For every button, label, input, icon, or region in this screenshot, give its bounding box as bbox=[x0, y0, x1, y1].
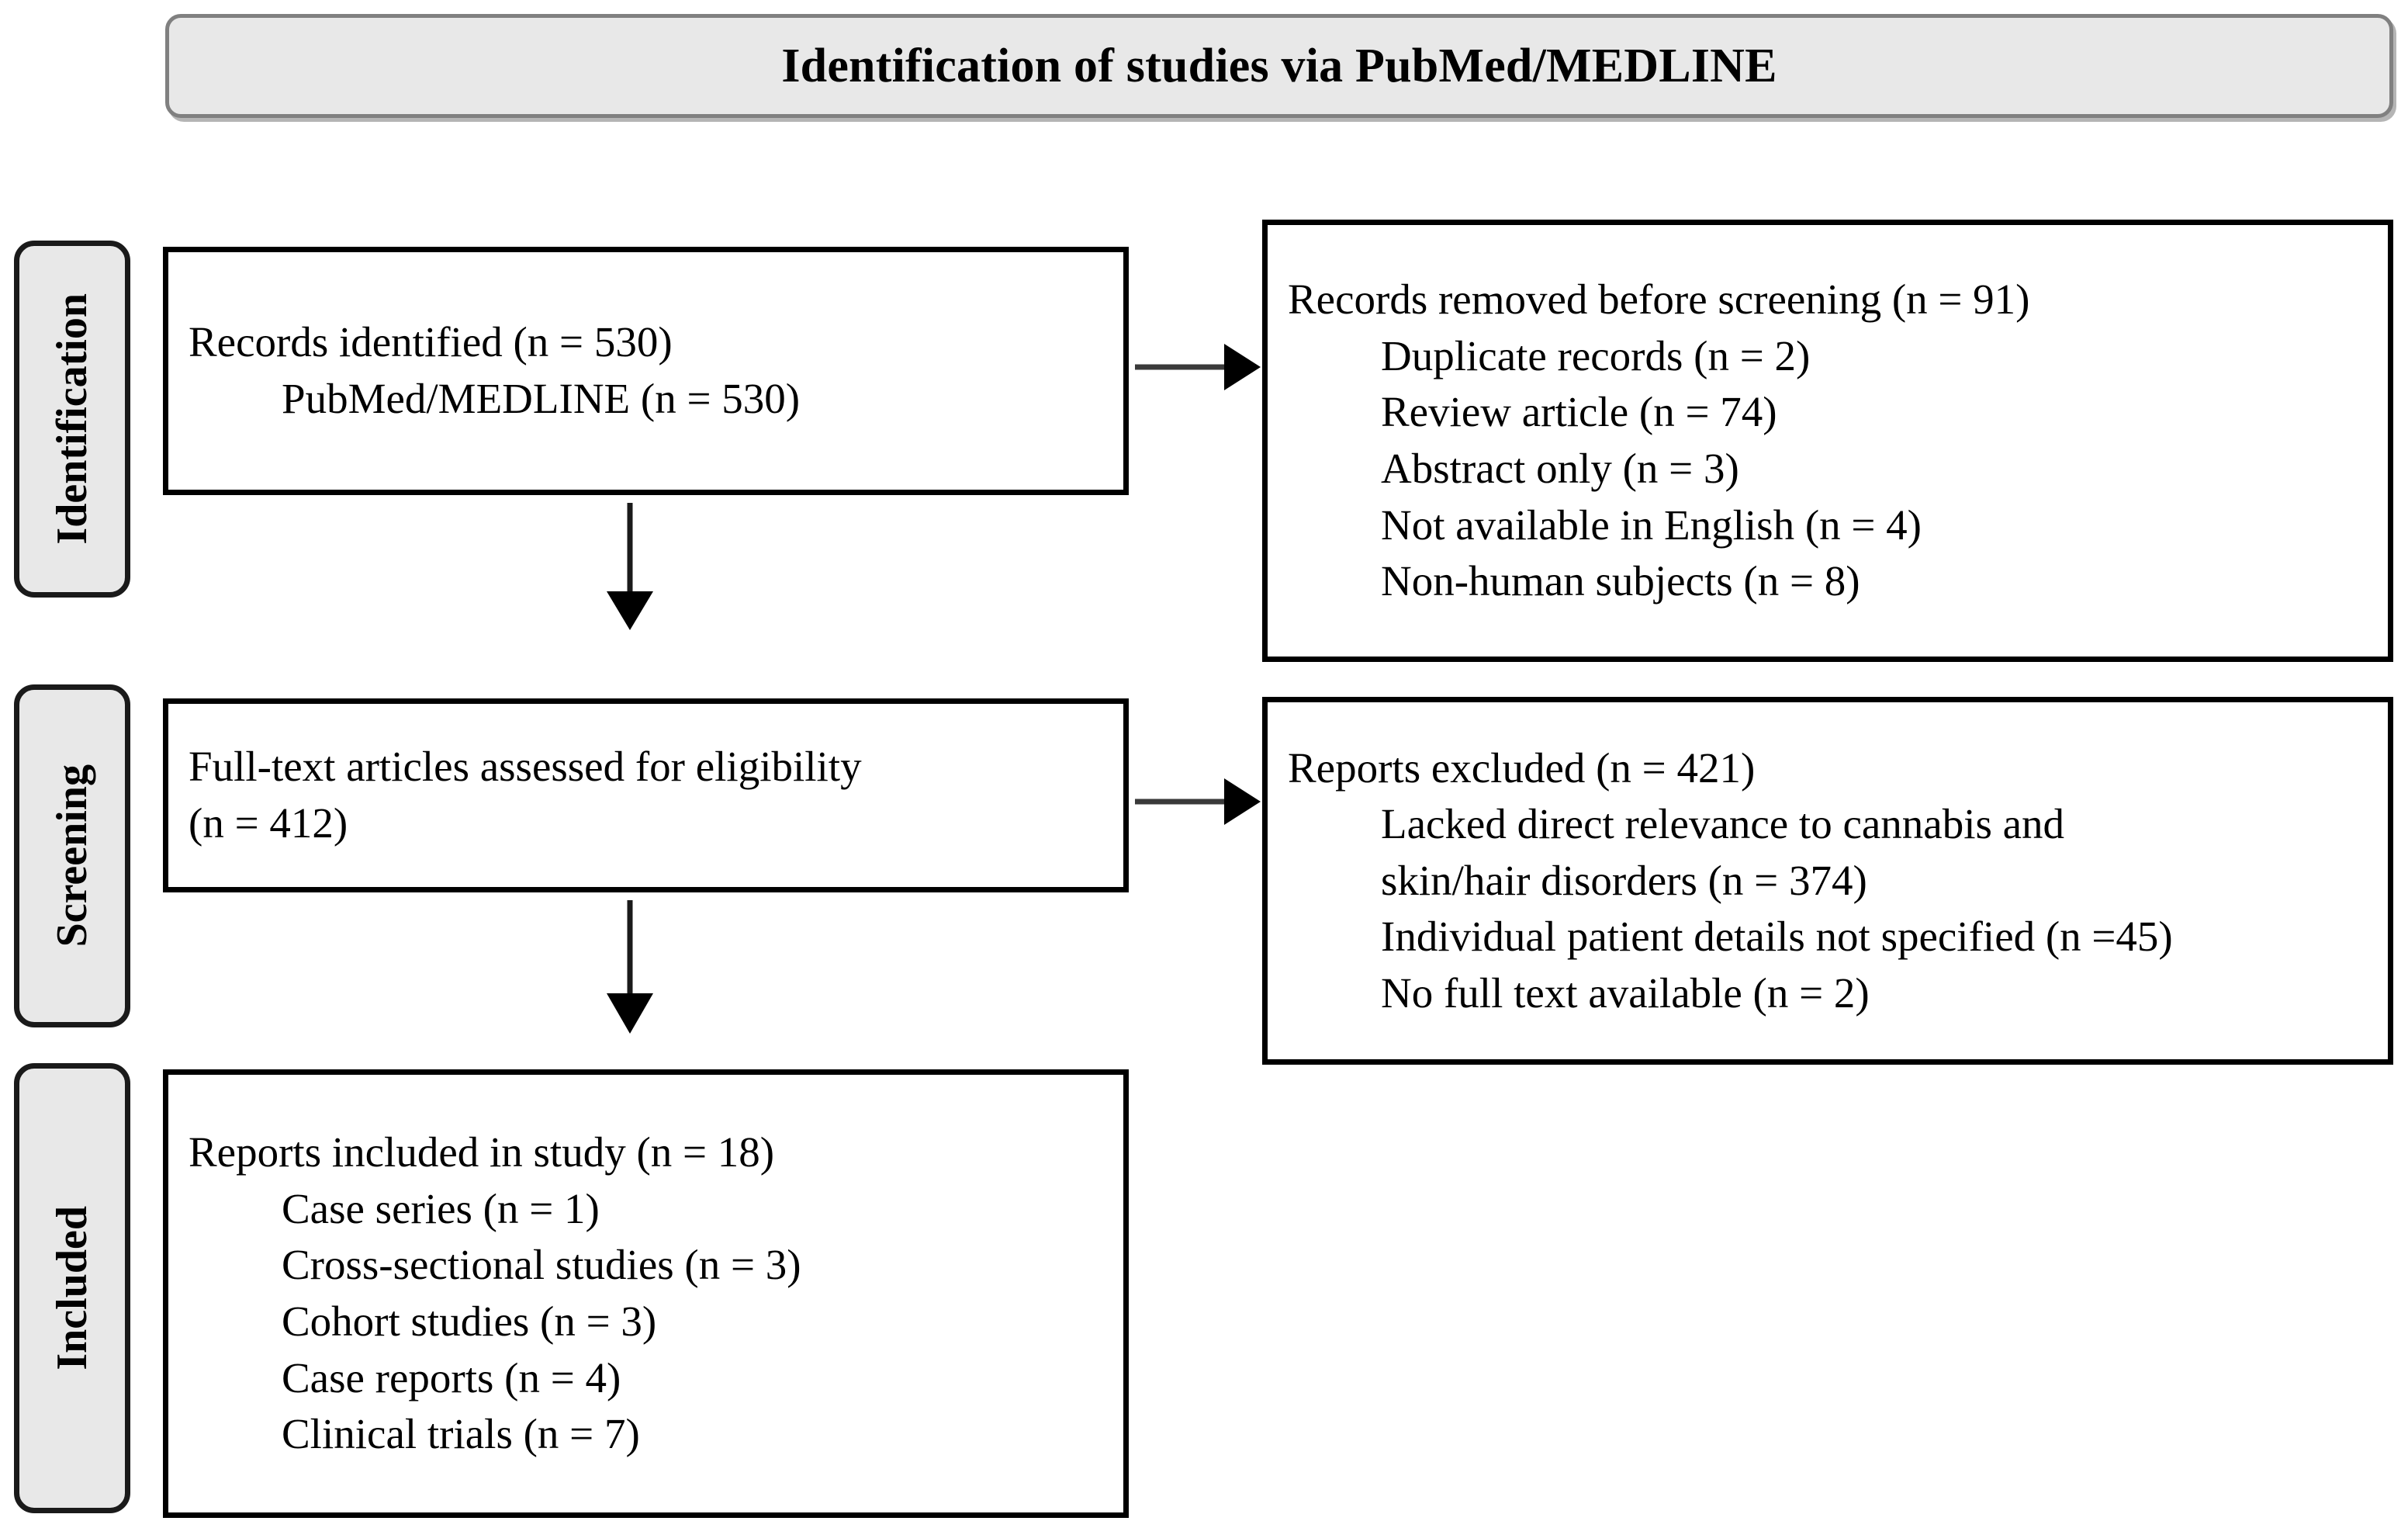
box-records-identified: Records identified (n = 530) PubMed/MEDL… bbox=[163, 247, 1129, 495]
phase-label-text: Screening bbox=[48, 764, 96, 948]
phase-label-included: Included bbox=[14, 1063, 130, 1513]
box-line: Non-human subjects (n = 8) bbox=[1381, 557, 1860, 605]
arrow-fulltext-to-included bbox=[607, 900, 653, 1034]
box-line: Review article (n = 74) bbox=[1381, 388, 1777, 436]
phase-label-text: Identification bbox=[48, 293, 96, 545]
box-fulltext-assessed: Full-text articles assessed for eligibil… bbox=[163, 698, 1129, 892]
box-line: Individual patient details not specified… bbox=[1381, 913, 2173, 961]
arrow-identified-to-fulltext bbox=[607, 503, 653, 630]
box-line: Reports excluded (n = 421) bbox=[1288, 743, 1756, 792]
phase-label-screening: Screening bbox=[14, 684, 130, 1027]
box-line: Abstract only (n = 3) bbox=[1381, 445, 1739, 492]
header-banner: Identification of studies via PubMed/MED… bbox=[165, 14, 2393, 118]
box-reports-included: Reports included in study (n = 18) Case … bbox=[163, 1069, 1129, 1518]
box-line: PubMed/MEDLINE (n = 530) bbox=[282, 375, 801, 422]
box-line: Cohort studies (n = 3) bbox=[282, 1298, 657, 1345]
arrow-identified-to-removed bbox=[1135, 344, 1261, 390]
box-line: Full-text articles assessed for eligibil… bbox=[189, 743, 862, 791]
box-line: skin/hair disorders (n = 374) bbox=[1381, 856, 1867, 904]
page-title: Identification of studies via PubMed/MED… bbox=[781, 40, 1777, 92]
box-line: Lacked direct relevance to cannabis and bbox=[1381, 800, 2065, 848]
box-line: No full text available (n = 2) bbox=[1381, 968, 1870, 1017]
box-line: Clinical trials (n = 7) bbox=[282, 1410, 640, 1458]
box-line: Records removed before screening (n = 91… bbox=[1288, 275, 2030, 324]
arrow-fulltext-to-excluded bbox=[1135, 778, 1261, 825]
box-line: Not available in English (n = 4) bbox=[1381, 501, 1922, 549]
box-line: Case series (n = 1) bbox=[282, 1184, 600, 1232]
phase-label-text: Included bbox=[48, 1206, 96, 1370]
box-line: Reports included in study (n = 18) bbox=[189, 1128, 775, 1176]
box-line: Cross-sectional studies (n = 3) bbox=[282, 1241, 801, 1289]
box-line: Records identified (n = 530) bbox=[189, 318, 673, 366]
box-line: Duplicate records (n = 2) bbox=[1381, 331, 1811, 379]
box-line: (n = 412) bbox=[189, 799, 348, 847]
box-records-removed: Records removed before screening (n = 91… bbox=[1262, 220, 2393, 662]
phase-label-identification: Identification bbox=[14, 241, 130, 598]
box-reports-excluded: Reports excluded (n = 421) Lacked direct… bbox=[1262, 697, 2393, 1065]
box-line: Case reports (n = 4) bbox=[282, 1353, 621, 1401]
